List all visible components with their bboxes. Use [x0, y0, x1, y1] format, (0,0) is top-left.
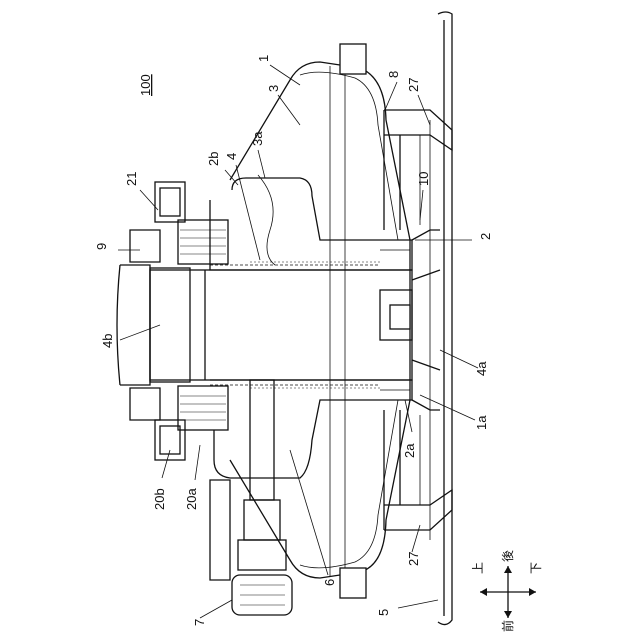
upper-bearing	[178, 220, 228, 430]
leader-lines	[118, 65, 478, 618]
direction-rear-label: 後	[501, 550, 515, 562]
label-part-3: 3	[266, 85, 281, 92]
leg-upper	[384, 110, 452, 230]
upper-casing	[210, 175, 412, 270]
direction-indicator: 上 下 前 後	[471, 550, 543, 632]
brush-holder-lower	[130, 388, 185, 460]
direction-down-label: 下	[529, 562, 543, 574]
figure-reference-numeral: 100	[138, 74, 153, 96]
label-knob: 7	[192, 619, 207, 626]
adjust-screw	[232, 380, 292, 615]
direction-up-label: 上	[471, 562, 485, 574]
label-leg-upper: 27	[406, 78, 421, 92]
arrow-up-head	[480, 588, 487, 596]
center-shaft	[150, 262, 412, 388]
base-plate	[430, 12, 452, 625]
leg-lower	[384, 410, 452, 530]
label-part-9: 9	[94, 243, 109, 250]
label-part-4a: 4a	[474, 361, 489, 376]
arrow-front-head	[504, 611, 512, 618]
label-part-1a: 1a	[474, 415, 489, 430]
label-part-21: 21	[124, 172, 139, 186]
label-leg-lower: 27	[406, 552, 421, 566]
arrow-rear-head	[504, 566, 512, 573]
direction-front-label: 前	[500, 620, 515, 632]
housing	[230, 44, 410, 598]
label-part-8: 8	[386, 71, 401, 78]
label-part-4b: 4b	[100, 334, 115, 348]
label-part-2: 2	[478, 233, 493, 240]
arrow-down-head	[529, 588, 536, 596]
label-housing: 1	[256, 55, 271, 62]
label-part-2a: 2a	[402, 443, 417, 458]
label-part-6: 6	[322, 579, 337, 586]
label-shaft: 4	[224, 153, 239, 160]
inlet-cap	[117, 265, 190, 385]
label-part-3a: 3a	[250, 131, 265, 146]
label-part-20a: 20a	[184, 488, 199, 510]
label-part-20b: 20b	[152, 488, 167, 510]
label-part-2b: 2b	[206, 152, 221, 166]
label-part-10: 10	[416, 172, 431, 186]
label-base-plate: 5	[376, 609, 391, 616]
